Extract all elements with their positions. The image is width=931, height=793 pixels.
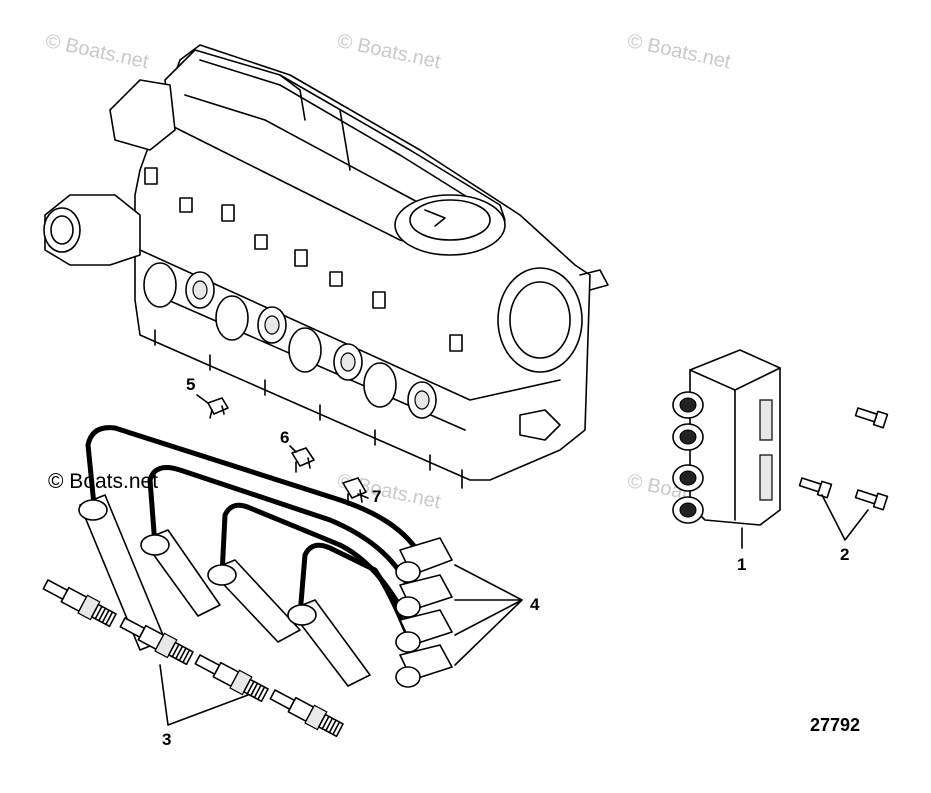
- callout-7: 7: [372, 487, 382, 506]
- leader-6: [289, 445, 297, 453]
- callout-2: 2: [840, 545, 850, 564]
- callout-1: 1: [737, 555, 747, 574]
- ignition-coil-pack: [672, 349, 781, 549]
- leader-7: [357, 493, 369, 499]
- wire-clip-6: [291, 447, 315, 473]
- wire-clip-5: [207, 397, 229, 419]
- figure-number: 27792: [810, 715, 861, 735]
- coil-mounting-screws: [798, 407, 889, 541]
- spark-plug-wire-set: [78, 425, 523, 688]
- brand-stamp: © Boats.net: [48, 470, 159, 493]
- callout-6: 6: [280, 428, 290, 447]
- cylinder-head-assembly: [43, 44, 609, 489]
- leader-5: [196, 394, 209, 404]
- callout-4: 4: [530, 595, 540, 614]
- callout-3: 3: [162, 730, 172, 749]
- callout-5: 5: [186, 375, 196, 394]
- spark-plugs: [42, 579, 344, 738]
